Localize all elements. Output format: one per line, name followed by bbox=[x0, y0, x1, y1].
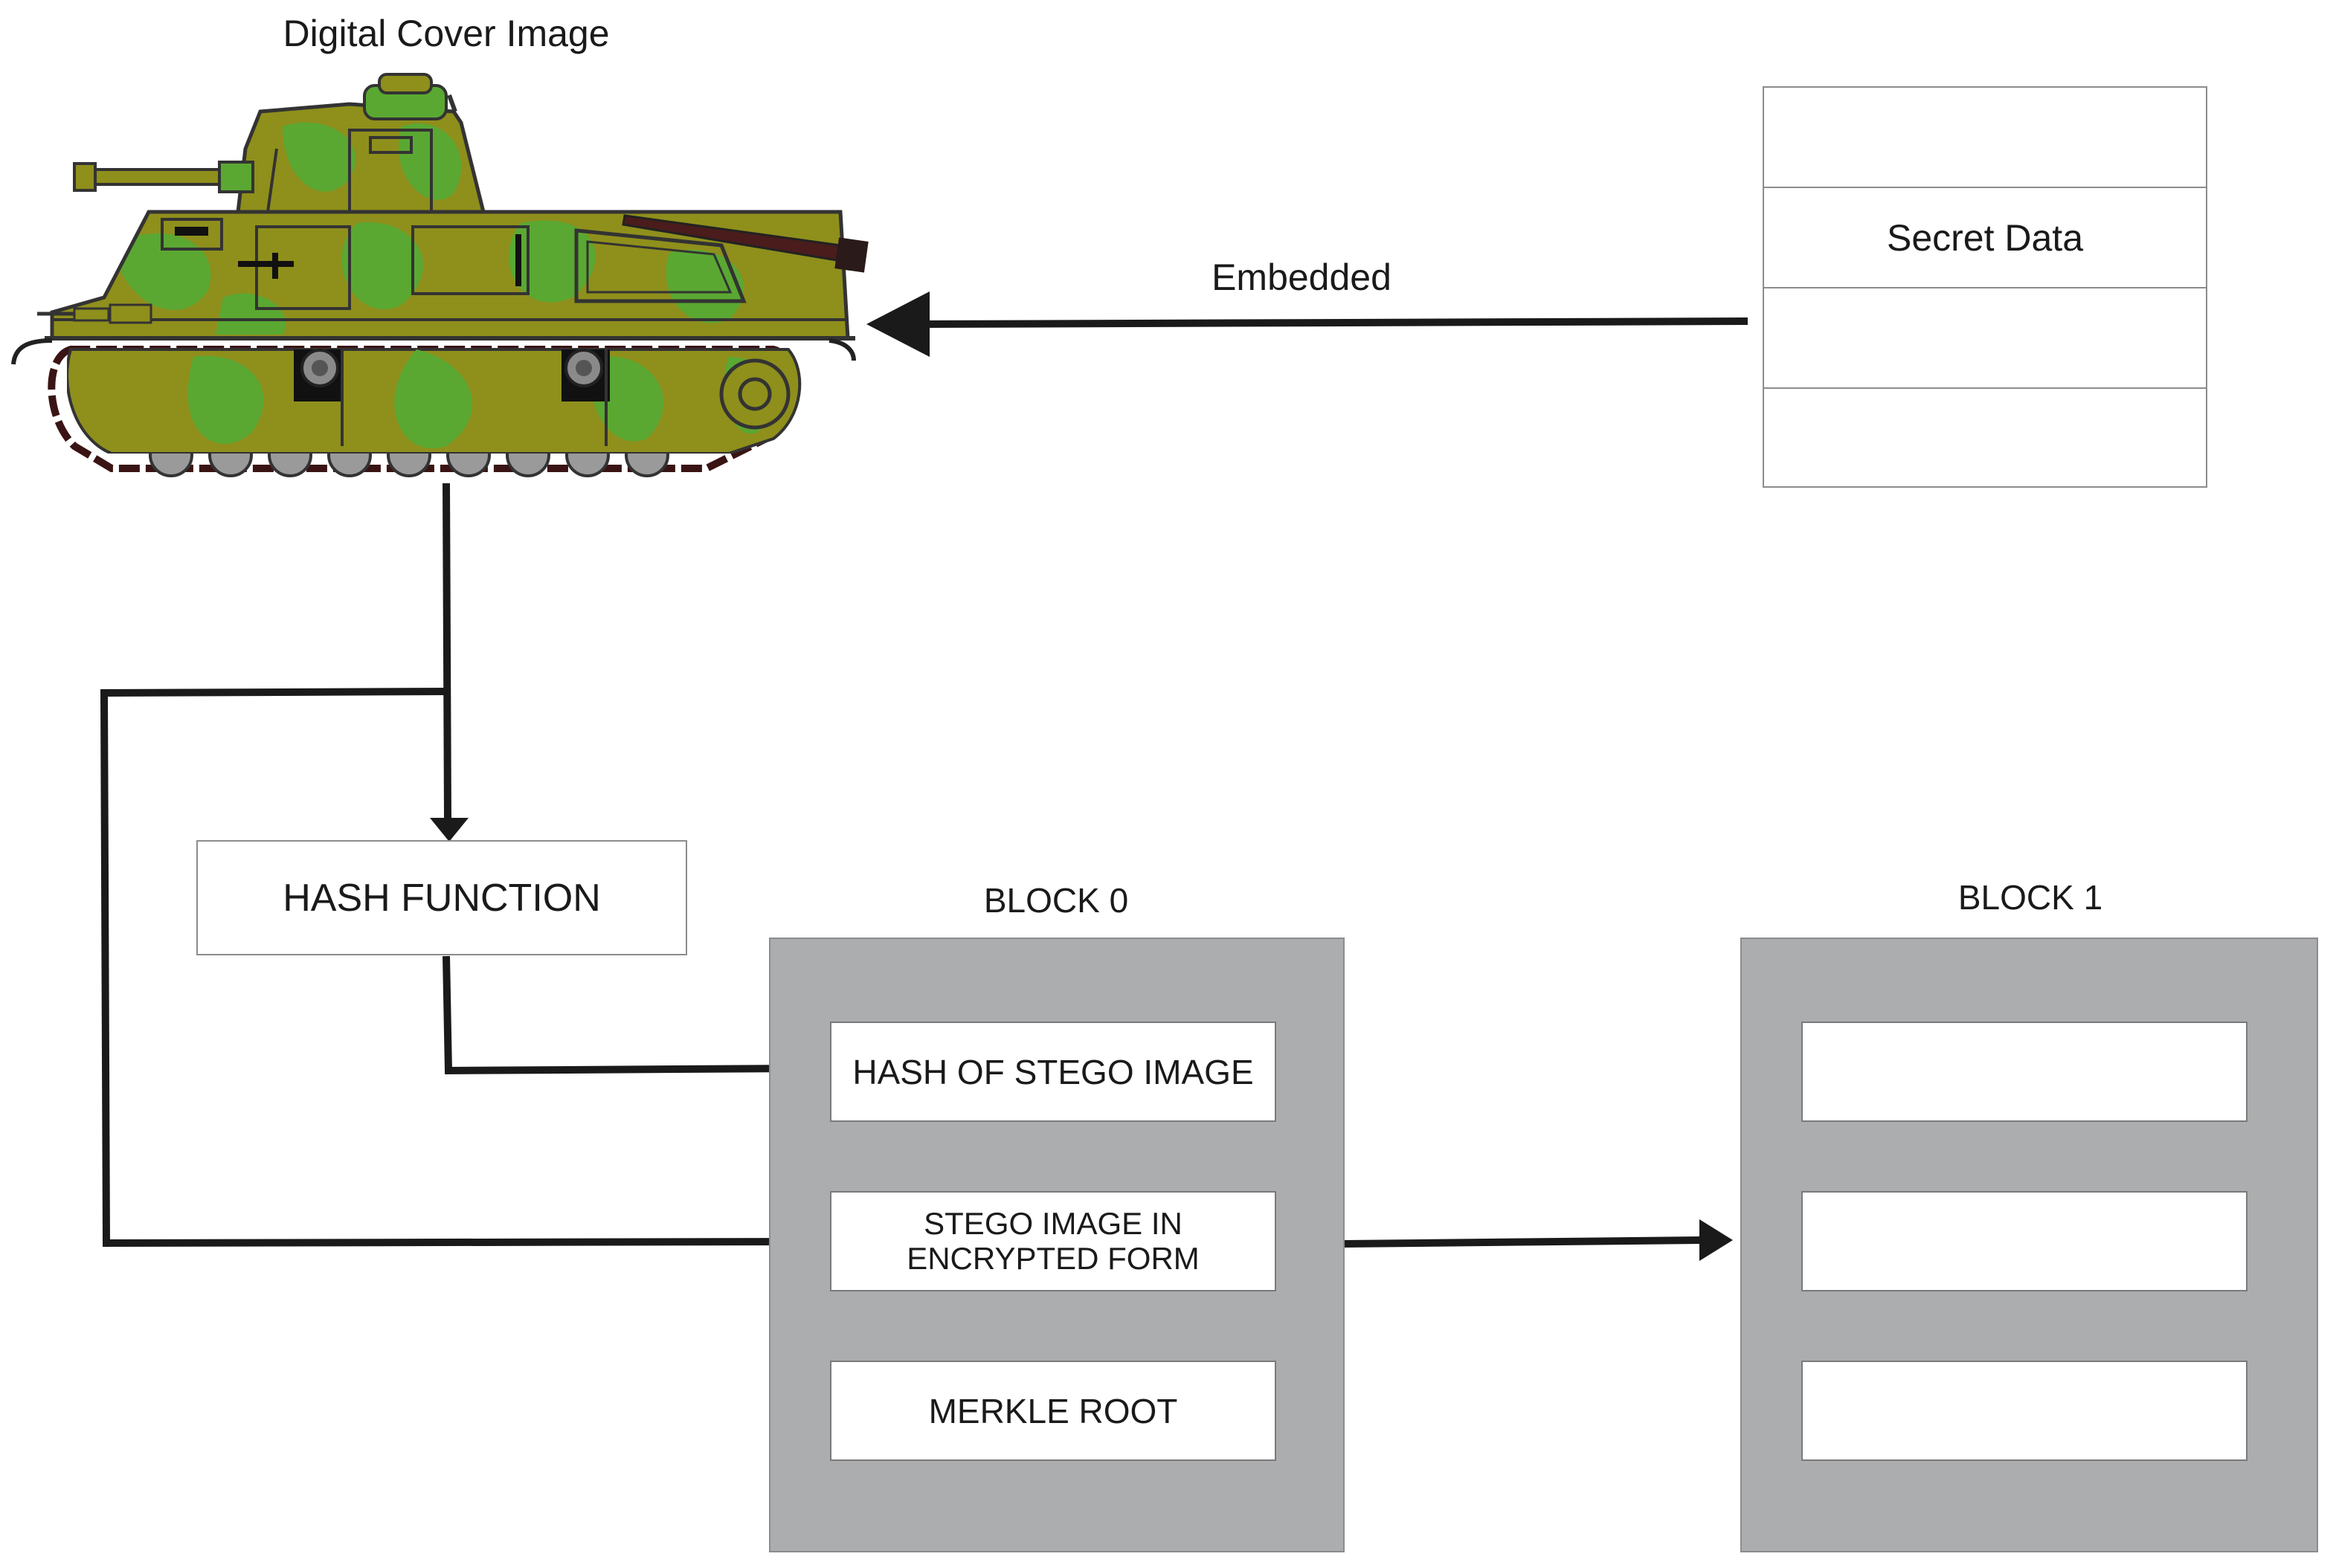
block0-field-stego-image-encrypted: STEGO IMAGE IN ENCRYPTED FORM bbox=[830, 1191, 1276, 1291]
block1-field-3 bbox=[1801, 1361, 2247, 1461]
embedded-label: Embedded bbox=[1212, 257, 1391, 298]
secret-data-row bbox=[1764, 88, 2206, 188]
block1 bbox=[1740, 938, 2318, 1552]
arrowhead-to-hash-function bbox=[430, 818, 469, 842]
arrowhead-embedded bbox=[866, 291, 930, 357]
secret-data-row: Secret Data bbox=[1764, 188, 2206, 288]
block0-title: BLOCK 0 bbox=[983, 881, 1129, 920]
hash-function-label: HASH FUNCTION bbox=[283, 876, 601, 920]
secret-data-label: Secret Data bbox=[1886, 216, 2083, 259]
block1-field-2 bbox=[1801, 1191, 2247, 1291]
block0: HASH OF STEGO IMAGE STEGO IMAGE IN ENCRY… bbox=[769, 938, 1345, 1552]
secret-data-row bbox=[1764, 288, 2206, 389]
arrowhead-to-block1 bbox=[1699, 1219, 1733, 1261]
secret-data-table: Secret Data bbox=[1763, 86, 2207, 488]
hash-function-box: HASH FUNCTION bbox=[196, 840, 687, 955]
block0-field-hash-of-stego-image: HASH OF STEGO IMAGE bbox=[830, 1022, 1276, 1122]
tank-illustration bbox=[11, 73, 869, 477]
block1-field-1 bbox=[1801, 1022, 2247, 1122]
block1-title: BLOCK 1 bbox=[1957, 878, 2103, 917]
secret-data-row bbox=[1764, 389, 2206, 489]
connector-lines bbox=[100, 317, 1748, 1248]
cover-image-title: Digital Cover Image bbox=[283, 13, 610, 54]
block0-field-merkle-root: MERKLE ROOT bbox=[830, 1361, 1276, 1461]
